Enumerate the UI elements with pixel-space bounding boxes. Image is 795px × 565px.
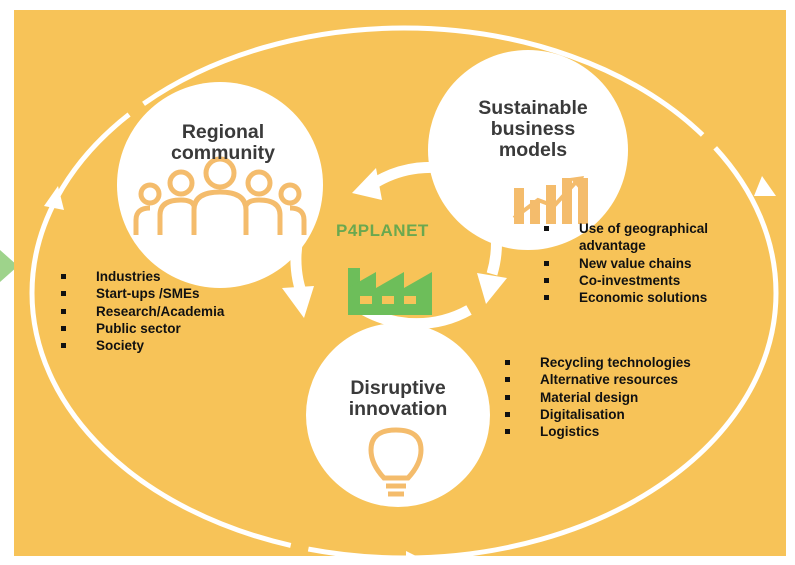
diagram-panel: Regional community Sustainable business … [14,10,786,556]
lightbulb-icon [368,427,424,497]
list-item: Research/Academia [58,303,298,320]
regional-label-line: Regional [181,121,265,143]
list-item: Start-ups /SMEs [58,285,298,302]
innovation-list: Recycling technologies Alternative resou… [502,354,752,440]
innovation-label-line: innovation [348,398,448,421]
regional-community-label: Regional community [140,121,306,165]
list-item: Alternative resources [502,371,752,388]
list-item: Economic solutions [541,289,751,306]
ring-arrowhead-left [44,186,64,210]
regional-list: Industries Start-ups /SMEs Research/Acad… [58,268,298,354]
list-item: Public sector [58,320,298,337]
list-item: Society [58,337,298,354]
center-title: P4PLANET [336,221,429,240]
business-label-line: models [498,139,568,162]
list-item: Digitalisation [502,406,752,423]
list-item: Recycling technologies [502,354,752,371]
factory-icon [348,268,432,315]
business-label-line: Sustainable [478,97,588,119]
innovation-circle [306,323,490,507]
outer-cycle-ring [29,25,779,556]
people-group-icon [133,156,307,235]
diagram-canvas [29,25,779,556]
list-item: Logistics [502,423,752,440]
business-list: Use of geographical advantage New value … [541,220,751,306]
list-item: Co-investments [541,272,751,289]
bar-chart-growth-icon [512,176,588,224]
cycle-arrows-icon [290,161,502,330]
business-models-label: Sustainable business models [448,97,618,162]
innovation-label: Disruptive innovation [318,377,478,421]
list-item: Material design [502,389,752,406]
ring-arrowhead-right [754,176,776,196]
business-label-line: business [490,118,576,141]
list-item: Use of geographical advantage [541,220,751,255]
list-item: New value chains [541,255,751,272]
ring-arrowhead-bottom [406,551,416,556]
side-arrow-icon [0,250,18,282]
innovation-label-line: Disruptive [350,377,446,399]
regional-label-line: community [170,142,275,165]
list-item: Industries [58,268,298,285]
